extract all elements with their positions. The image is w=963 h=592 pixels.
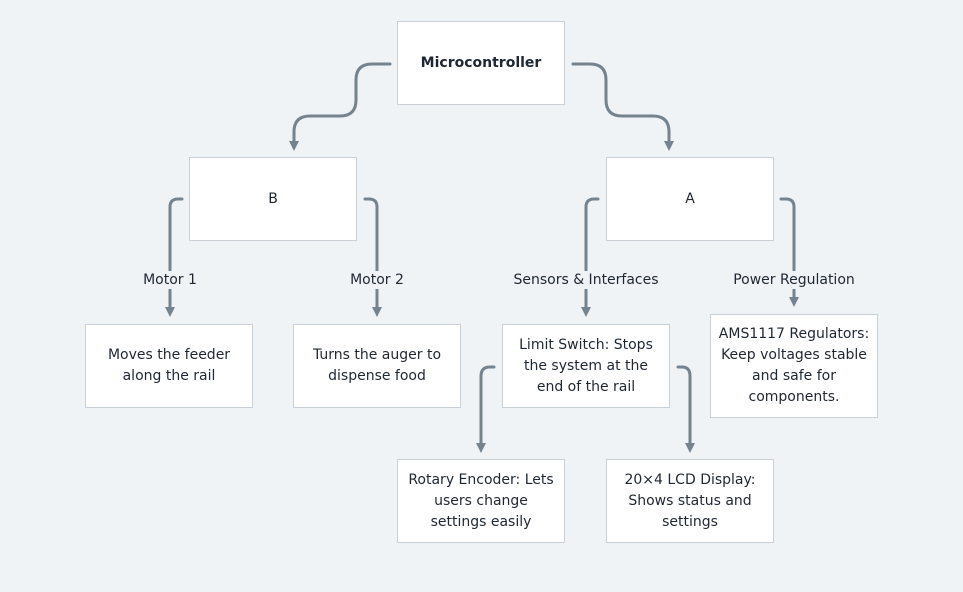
edge-label-motor2: Motor 2 — [346, 271, 408, 289]
edge-label-power: Power Regulation — [729, 271, 859, 289]
edge-root-to-a — [571, 62, 674, 151]
edge-root-to-b — [289, 62, 392, 151]
node-a: A — [606, 157, 774, 241]
node-b: B — [189, 157, 357, 241]
edge-a-to-limit-switch — [586, 197, 600, 312]
edge-label-sensors: Sensors & Interfaces — [509, 271, 663, 289]
edge-label-motor1: Motor 1 — [139, 271, 201, 289]
node-ams1117: AMS1117 Regulators: Keep voltages stable… — [710, 314, 878, 418]
node-rotary-encoder: Rotary Encoder: Lets users change settin… — [397, 459, 565, 543]
edge-limit-to-rotary — [476, 365, 496, 453]
node-motor2-desc: Turns the auger to dispense food — [293, 324, 461, 408]
edge-a-to-ams1117 — [779, 197, 794, 302]
node-microcontroller: Microcontroller — [397, 21, 565, 105]
edge-limit-to-lcd — [676, 365, 695, 453]
node-limit-switch: Limit Switch: Stops the system at the en… — [502, 324, 670, 408]
edge-b-to-motor2 — [363, 197, 377, 312]
edge-b-to-motor1 — [170, 197, 184, 312]
node-motor1-desc: Moves the feeder along the rail — [85, 324, 253, 408]
node-lcd-display: 20×4 LCD Display: Shows status and setti… — [606, 459, 774, 543]
